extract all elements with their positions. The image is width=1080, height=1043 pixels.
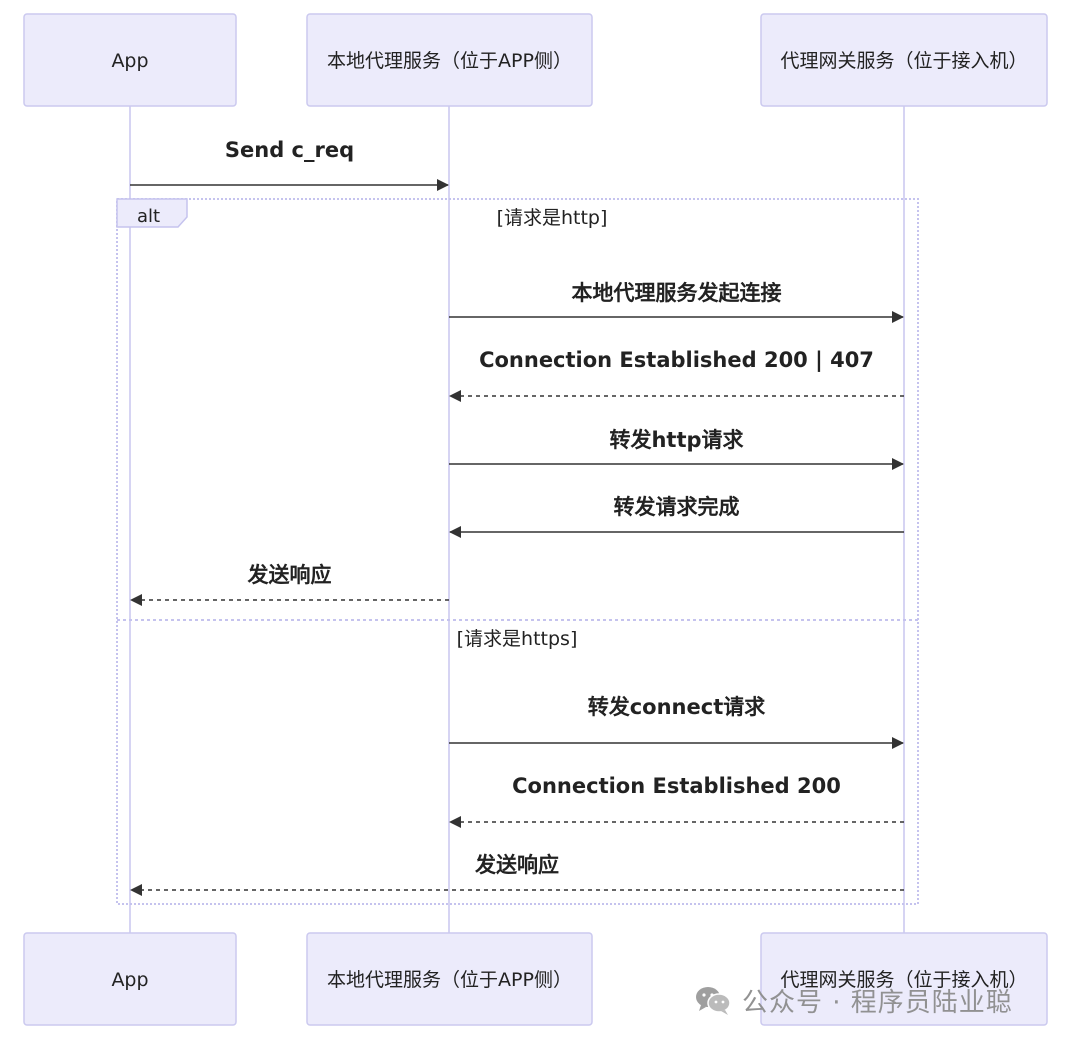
actor-label-top-0: App [111,50,148,72]
alt-condition-1: [请求是http] [497,207,608,229]
message-label-1: 本地代理服务发起连接 [572,281,782,305]
alt-tag-box [116,198,188,228]
message-label-7: Connection Established 200 [512,774,841,798]
alt-tag-label: alt [137,206,160,227]
message-label-0: Send c_req [225,138,354,162]
actor-box-top-1 [306,13,593,107]
message-label-2: Connection Established 200 | 407 [479,348,874,373]
message-label-3: 转发http请求 [609,428,743,452]
actor-label-top-2: 代理网关服务（位于接入机） [780,50,1027,72]
actor-label-top-1: 本地代理服务（位于APP侧） [327,50,572,72]
actor-label-bottom-1: 本地代理服务（位于APP侧） [327,969,572,991]
message-label-8: 发送响应 [474,853,559,877]
actor-label-bottom-0: App [111,969,148,991]
message-label-4: 转发请求完成 [614,495,740,519]
alt-frame [116,198,919,905]
actor-label-bottom-2: 代理网关服务（位于接入机） [780,969,1027,991]
message-label-6: 转发connect请求 [588,695,766,719]
message-label-5: 发送响应 [247,563,332,587]
actor-box-top-2 [760,13,1048,107]
actor-box-top-0 [23,13,237,107]
actor-box-bottom-1 [306,932,593,1026]
actor-box-bottom-2 [760,932,1048,1026]
actor-box-bottom-0 [23,932,237,1026]
alt-condition-2: [请求是https] [457,628,578,650]
